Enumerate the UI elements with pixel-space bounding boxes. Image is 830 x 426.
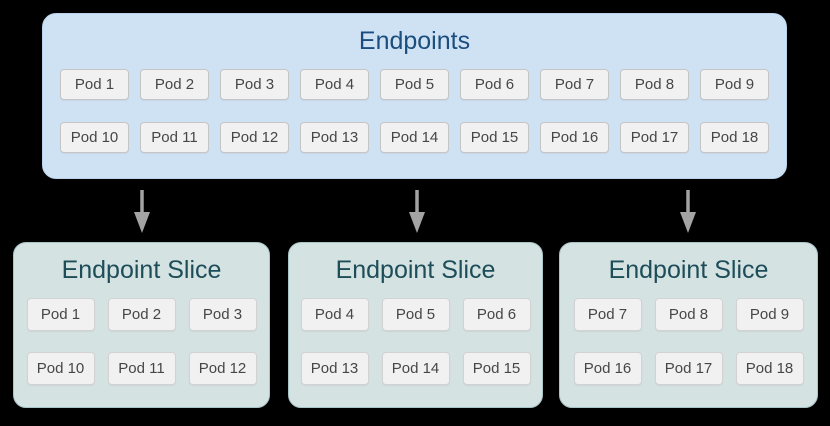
slice-pod-row-2: Pod 10 Pod 11 Pod 12 <box>14 352 269 385</box>
pod-chip: Pod 15 <box>462 352 531 385</box>
pod-chip: Pod 11 <box>140 122 209 153</box>
endpoint-slice-title: Endpoint Slice <box>335 256 496 284</box>
pod-chip: Pod 13 <box>300 122 369 153</box>
pod-chip: Pod 12 <box>220 122 289 153</box>
endpoint-slice-title: Endpoint Slice <box>608 256 769 284</box>
pod-chip: Pod 16 <box>573 352 642 385</box>
endpoints-title: Endpoints <box>358 27 471 55</box>
endpoint-slice-box-3: Endpoint Slice Pod 7 Pod 8 Pod 9 Pod 16 … <box>559 242 818 408</box>
pod-chip: Pod 17 <box>620 122 689 153</box>
slice-pod-row-2: Pod 16 Pod 17 Pod 18 <box>560 352 817 385</box>
endpoints-box: Endpoints Pod 1 Pod 2 Pod 3 Pod 4 Pod 5 … <box>42 13 787 179</box>
pod-chip: Pod 6 <box>462 298 531 331</box>
down-arrow-icon <box>409 190 425 233</box>
pod-chip: Pod 10 <box>60 122 129 153</box>
pod-chip: Pod 8 <box>654 298 723 331</box>
pod-chip: Pod 7 <box>573 298 642 331</box>
endpoint-slice-title: Endpoint Slice <box>61 256 222 284</box>
pod-chip: Pod 1 <box>26 298 95 331</box>
slice-pod-row-1: Pod 7 Pod 8 Pod 9 <box>560 298 817 331</box>
pod-chip: Pod 3 <box>188 298 257 331</box>
slice-pod-row-1: Pod 4 Pod 5 Pod 6 <box>289 298 542 331</box>
down-arrow-icon <box>134 190 150 233</box>
pod-chip: Pod 9 <box>700 69 769 100</box>
pod-chip: Pod 17 <box>654 352 723 385</box>
pod-chip: Pod 13 <box>300 352 369 385</box>
pod-chip: Pod 16 <box>540 122 609 153</box>
endpoints-pod-row-1: Pod 1 Pod 2 Pod 3 Pod 4 Pod 5 Pod 6 Pod … <box>43 69 786 100</box>
pod-chip: Pod 10 <box>26 352 95 385</box>
endpoint-slice-box-2: Endpoint Slice Pod 4 Pod 5 Pod 6 Pod 13 … <box>288 242 543 408</box>
pod-chip: Pod 6 <box>460 69 529 100</box>
pod-chip: Pod 7 <box>540 69 609 100</box>
endpoint-slice-box-1: Endpoint Slice Pod 1 Pod 2 Pod 3 Pod 10 … <box>13 242 270 408</box>
pod-chip: Pod 8 <box>620 69 689 100</box>
pod-chip: Pod 9 <box>735 298 804 331</box>
pod-chip: Pod 12 <box>188 352 257 385</box>
pod-chip: Pod 14 <box>381 352 450 385</box>
pod-chip: Pod 5 <box>380 69 449 100</box>
pod-chip: Pod 4 <box>300 298 369 331</box>
pod-chip: Pod 4 <box>300 69 369 100</box>
pod-chip: Pod 5 <box>381 298 450 331</box>
slice-pod-row-2: Pod 13 Pod 14 Pod 15 <box>289 352 542 385</box>
pod-chip: Pod 15 <box>460 122 529 153</box>
pod-chip: Pod 14 <box>380 122 449 153</box>
endpoints-pod-row-2: Pod 10 Pod 11 Pod 12 Pod 13 Pod 14 Pod 1… <box>43 122 786 153</box>
pod-chip: Pod 18 <box>735 352 804 385</box>
pod-chip: Pod 11 <box>107 352 176 385</box>
pod-chip: Pod 2 <box>140 69 209 100</box>
pod-chip: Pod 3 <box>220 69 289 100</box>
slice-pod-row-1: Pod 1 Pod 2 Pod 3 <box>14 298 269 331</box>
pod-chip: Pod 2 <box>107 298 176 331</box>
pod-chip: Pod 1 <box>60 69 129 100</box>
down-arrow-icon <box>680 190 696 233</box>
pod-chip: Pod 18 <box>700 122 769 153</box>
